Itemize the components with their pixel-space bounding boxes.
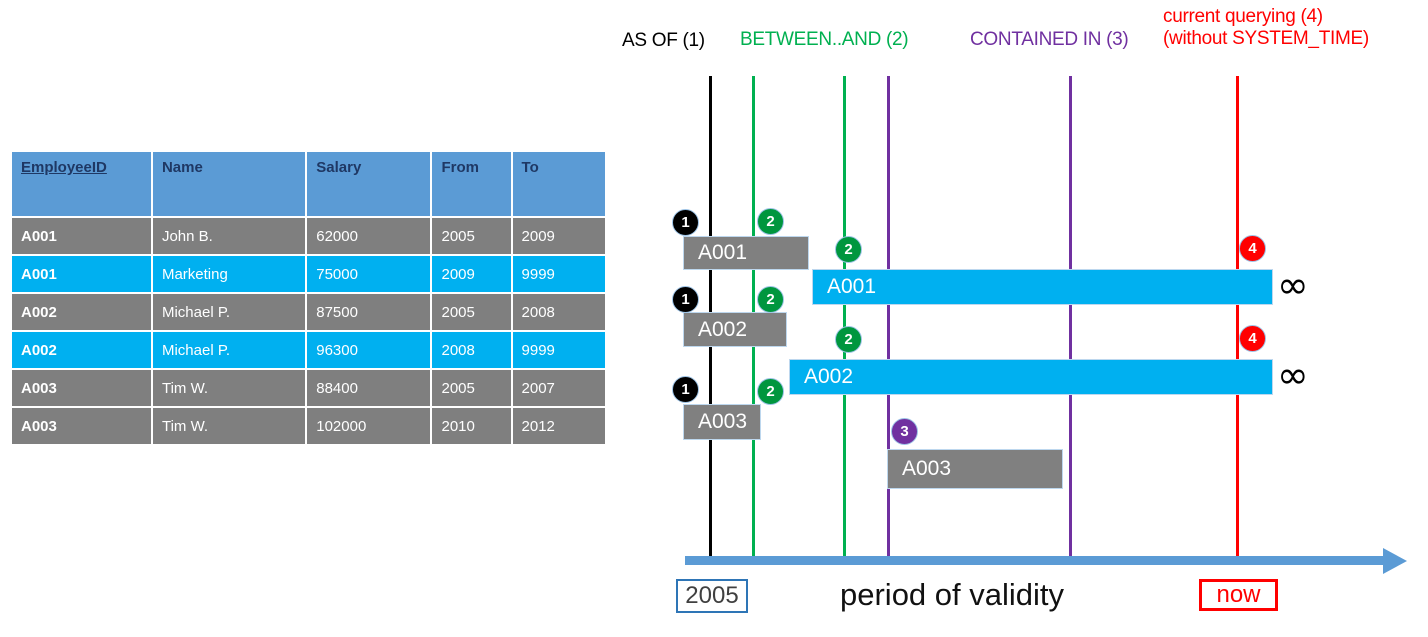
query-line-contained-end: [1069, 76, 1072, 562]
timeline-axis-arrow-icon: [1383, 548, 1407, 574]
table-row[interactable]: A003 Tim W. 102000 2010 2012: [12, 408, 605, 444]
timeline-axis: [685, 556, 1385, 565]
timeline-bar-label: A001: [698, 241, 748, 264]
column-header-salary[interactable]: Salary: [307, 152, 431, 216]
timeline-bar-a003-historical-1[interactable]: A003: [683, 404, 761, 440]
marker-badge-4[interactable]: 4: [1239, 235, 1266, 262]
timeline-bar-label: A002: [698, 317, 748, 341]
cell-from: 2009: [432, 256, 511, 292]
cell-employeeid: A003: [12, 408, 151, 444]
marker-badge-2[interactable]: 2: [835, 236, 862, 263]
cell-to: 2012: [512, 408, 605, 444]
timeline-bar-label: A003: [698, 410, 748, 433]
cell-to: 2008: [512, 294, 605, 330]
cell-to: 2009: [512, 218, 605, 254]
cell-from: 2005: [432, 370, 511, 406]
timeline-bar-label: A002: [804, 365, 854, 388]
column-header-salary-label: Salary: [316, 159, 362, 176]
cell-employeeid: A002: [12, 332, 151, 368]
query-line-between-end: [843, 76, 846, 562]
cell-employeeid: A002: [12, 294, 151, 330]
timeline-bar-a001-current[interactable]: A001: [812, 269, 1273, 305]
cell-from: 2005: [432, 294, 511, 330]
cell-employeeid: A001: [12, 218, 151, 254]
query-line-contained-start: [887, 76, 890, 562]
timeline-bar-label: A003: [902, 457, 952, 480]
timeline-bar-a002-historical[interactable]: A002: [683, 312, 787, 347]
marker-badge-4[interactable]: 4: [1239, 325, 1266, 352]
marker-badge-2[interactable]: 2: [757, 208, 784, 235]
table-row[interactable]: A001 John B. 62000 2005 2009: [12, 218, 605, 254]
column-header-to-label: To: [521, 159, 539, 176]
axis-end-label: now: [1199, 579, 1278, 611]
column-header-employeeid[interactable]: EmployeeID: [12, 152, 151, 216]
cell-salary: 96300: [307, 332, 431, 368]
table-row[interactable]: A002 Michael P. 87500 2005 2008: [12, 294, 605, 330]
cell-to: 2007: [512, 370, 605, 406]
cell-to: 9999: [512, 256, 605, 292]
cell-employeeid: A001: [12, 256, 151, 292]
cell-from: 2010: [432, 408, 511, 444]
cell-salary: 88400: [307, 370, 431, 406]
employee-history-table: EmployeeID Name Salary From To A001 John…: [10, 150, 607, 446]
timeline-bar-a001-historical[interactable]: A001: [683, 236, 809, 270]
legend-current-querying-line2: (without SYSTEM_TIME): [1163, 28, 1369, 49]
cell-name: Michael P.: [152, 294, 306, 330]
axis-caption: period of validity: [840, 577, 1065, 612]
marker-badge-3[interactable]: 3: [891, 418, 918, 445]
marker-badge-2[interactable]: 2: [835, 326, 862, 353]
cell-from: 2008: [432, 332, 511, 368]
table-body: A001 John B. 62000 2005 2009 A001 Market…: [12, 218, 605, 444]
legend-between-and: BETWEEN..AND (2): [740, 29, 909, 50]
cell-salary: 75000: [307, 256, 431, 292]
column-header-to[interactable]: To: [512, 152, 605, 216]
marker-badge-1[interactable]: 1: [672, 376, 699, 403]
cell-name: Tim W.: [152, 370, 306, 406]
marker-badge-1[interactable]: 1: [672, 286, 699, 313]
table-header: EmployeeID Name Salary From To: [12, 152, 605, 216]
column-header-name-label: Name: [161, 159, 203, 176]
cell-name: Michael P.: [152, 332, 306, 368]
column-header-from[interactable]: From: [432, 152, 511, 216]
table-row[interactable]: A002 Michael P. 96300 2008 9999: [12, 332, 605, 368]
infinity-icon: ∞: [1277, 353, 1309, 397]
legend-as-of: AS OF (1): [622, 30, 705, 51]
infinity-icon: ∞: [1277, 263, 1309, 307]
timeline-bar-a002-current[interactable]: A002: [789, 359, 1273, 395]
table-row[interactable]: A001 Marketing 75000 2009 9999: [12, 256, 605, 292]
table-row[interactable]: A003 Tim W. 88400 2005 2007: [12, 370, 605, 406]
timeline-bar-a003-historical-2[interactable]: A003: [887, 449, 1063, 489]
cell-salary: 62000: [307, 218, 431, 254]
marker-badge-2[interactable]: 2: [757, 286, 784, 313]
cell-employeeid: A003: [12, 370, 151, 406]
cell-from: 2005: [432, 218, 511, 254]
axis-start-label: 2005: [676, 579, 748, 613]
cell-name: Tim W.: [152, 408, 306, 444]
query-line-now: [1236, 76, 1239, 562]
column-header-from-label: From: [441, 159, 479, 176]
marker-badge-2[interactable]: 2: [757, 378, 784, 405]
legend-contained-in: CONTAINED IN (3): [970, 29, 1129, 50]
query-line-between-start: [752, 76, 755, 562]
query-line-as-of: [709, 76, 712, 562]
cell-salary: 102000: [307, 408, 431, 444]
marker-badge-1[interactable]: 1: [672, 209, 699, 236]
cell-salary: 87500: [307, 294, 431, 330]
cell-to: 9999: [512, 332, 605, 368]
cell-name: John B.: [152, 218, 306, 254]
column-header-name[interactable]: Name: [152, 152, 306, 216]
cell-name: Marketing: [152, 256, 306, 292]
table-header-row: EmployeeID Name Salary From To: [12, 152, 605, 216]
column-header-employeeid-label: EmployeeID: [21, 159, 107, 176]
timeline-bar-label: A001: [827, 275, 877, 298]
legend-current-querying-line1: current querying (4): [1163, 6, 1323, 27]
legend-current-querying: current querying (4) (without SYSTEM_TIM…: [1163, 6, 1369, 50]
